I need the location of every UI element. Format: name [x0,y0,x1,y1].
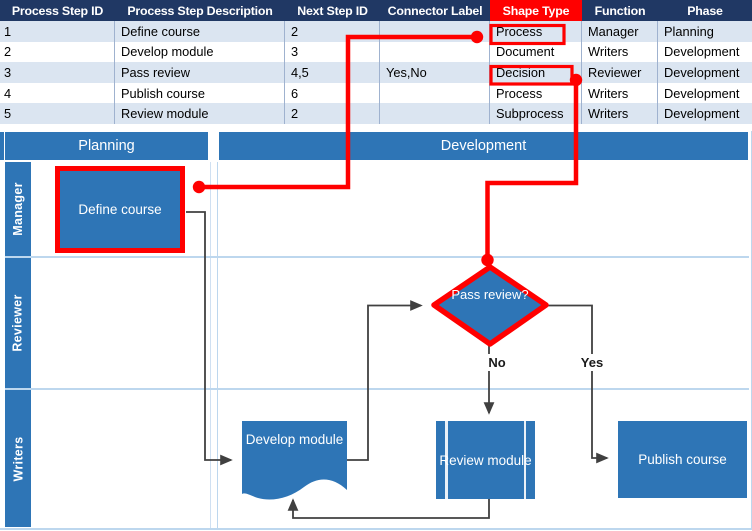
cell-description[interactable]: Review module [115,103,285,124]
connector-label-yes: Yes [575,354,609,371]
process-shape-define-course-highlighted[interactable]: Define course [55,166,185,253]
decision-diamond-graphic [431,264,549,347]
phase-header-development[interactable]: Development [219,132,748,160]
column-header-shape-type-highlighted[interactable]: Shape Type [490,0,582,21]
subprocess-side-bar [445,421,448,499]
cell-connector-label[interactable]: Yes,No [380,62,490,83]
cell-step-id[interactable]: 5 [0,103,115,124]
lane-divider-line [5,388,749,390]
swimlane-flowchart: Planning Development Manager Reviewer Wr… [0,131,752,530]
document-shape-graphic [242,421,347,500]
cell-function[interactable]: Reviewer [582,62,658,83]
subprocess-side-bar [523,421,526,499]
cell-function[interactable]: Writers [582,82,658,104]
lane-label-text: Reviewer [11,294,26,352]
connector-define-to-develop [186,211,233,466]
cell-next-step[interactable]: 6 [285,82,380,104]
column-header-next-step-id[interactable]: Next Step ID [285,0,380,21]
lane-divider-line [5,256,749,258]
process-shape-publish-course[interactable]: Publish course [618,421,747,498]
cell-shape-type[interactable]: Document [490,41,582,63]
lane-label-reviewer[interactable]: Reviewer [5,258,31,388]
cell-shape-type-process[interactable]: Process [490,21,582,42]
document-shape-develop-module[interactable]: Develop module [242,421,347,505]
column-header-phase[interactable]: Phase [658,0,752,21]
cell-phase[interactable]: Development [658,41,752,63]
cell-description[interactable]: Publish course [115,82,285,104]
phase-corner-sliver [0,132,4,160]
phase-divider-line [210,162,211,528]
cell-connector-label[interactable] [380,103,490,124]
cell-step-id[interactable]: 1 [0,21,115,42]
cell-shape-type[interactable]: Process [490,82,582,104]
cell-step-id[interactable]: 3 [0,62,115,83]
column-header-function[interactable]: Function [582,0,658,21]
cell-function[interactable]: Writers [582,41,658,63]
connector-yes-branch [546,304,609,464]
cell-shape-type[interactable]: Subprocess [490,103,582,124]
cell-step-id[interactable]: 2 [0,41,115,63]
connector-develop-to-decision [347,300,423,461]
cell-phase[interactable]: Development [658,103,752,124]
column-header-process-step-id[interactable]: Process Step ID [0,0,115,21]
cell-description[interactable]: Define course [115,21,285,42]
decision-shape-label: Pass review? [451,287,529,302]
cell-next-step[interactable]: 3 [285,41,380,63]
cell-phase[interactable]: Development [658,62,752,83]
cell-next-step[interactable]: 2 [285,21,380,42]
lane-label-manager[interactable]: Manager [5,162,31,256]
decision-shape-pass-review-highlighted[interactable]: Pass review? [428,259,552,352]
lane-label-text: Writers [11,436,26,481]
cell-next-step[interactable]: 2 [285,103,380,124]
cell-phase[interactable]: Planning [658,21,752,42]
phase-header-planning[interactable]: Planning [5,132,208,160]
cell-description[interactable]: Pass review [115,62,285,83]
cell-function[interactable]: Writers [582,103,658,124]
cell-description[interactable]: Develop module [115,41,285,63]
column-header-connector-label[interactable]: Connector Label [380,0,490,21]
subprocess-shape-review-module[interactable]: Review module [436,421,535,499]
lane-label-text: Manager [11,182,26,236]
cell-shape-type-decision[interactable]: Decision [490,62,582,83]
cell-next-step[interactable]: 4,5 [285,62,380,83]
lane-label-writers[interactable]: Writers [5,390,31,527]
subprocess-shape-label: Review module [439,452,532,468]
phase-divider-line [217,162,218,528]
column-header-process-step-description[interactable]: Process Step Description [115,0,285,21]
cell-connector-label[interactable] [380,21,490,42]
document-shape-label: Develop module [245,432,344,447]
cell-step-id[interactable]: 4 [0,82,115,104]
cell-connector-label[interactable] [380,82,490,104]
cell-phase[interactable]: Development [658,82,752,104]
cell-connector-label[interactable] [380,41,490,63]
process-data-table: Process Step ID Process Step Description… [0,0,752,124]
connector-label-no: No [482,354,512,371]
cell-function[interactable]: Manager [582,21,658,42]
